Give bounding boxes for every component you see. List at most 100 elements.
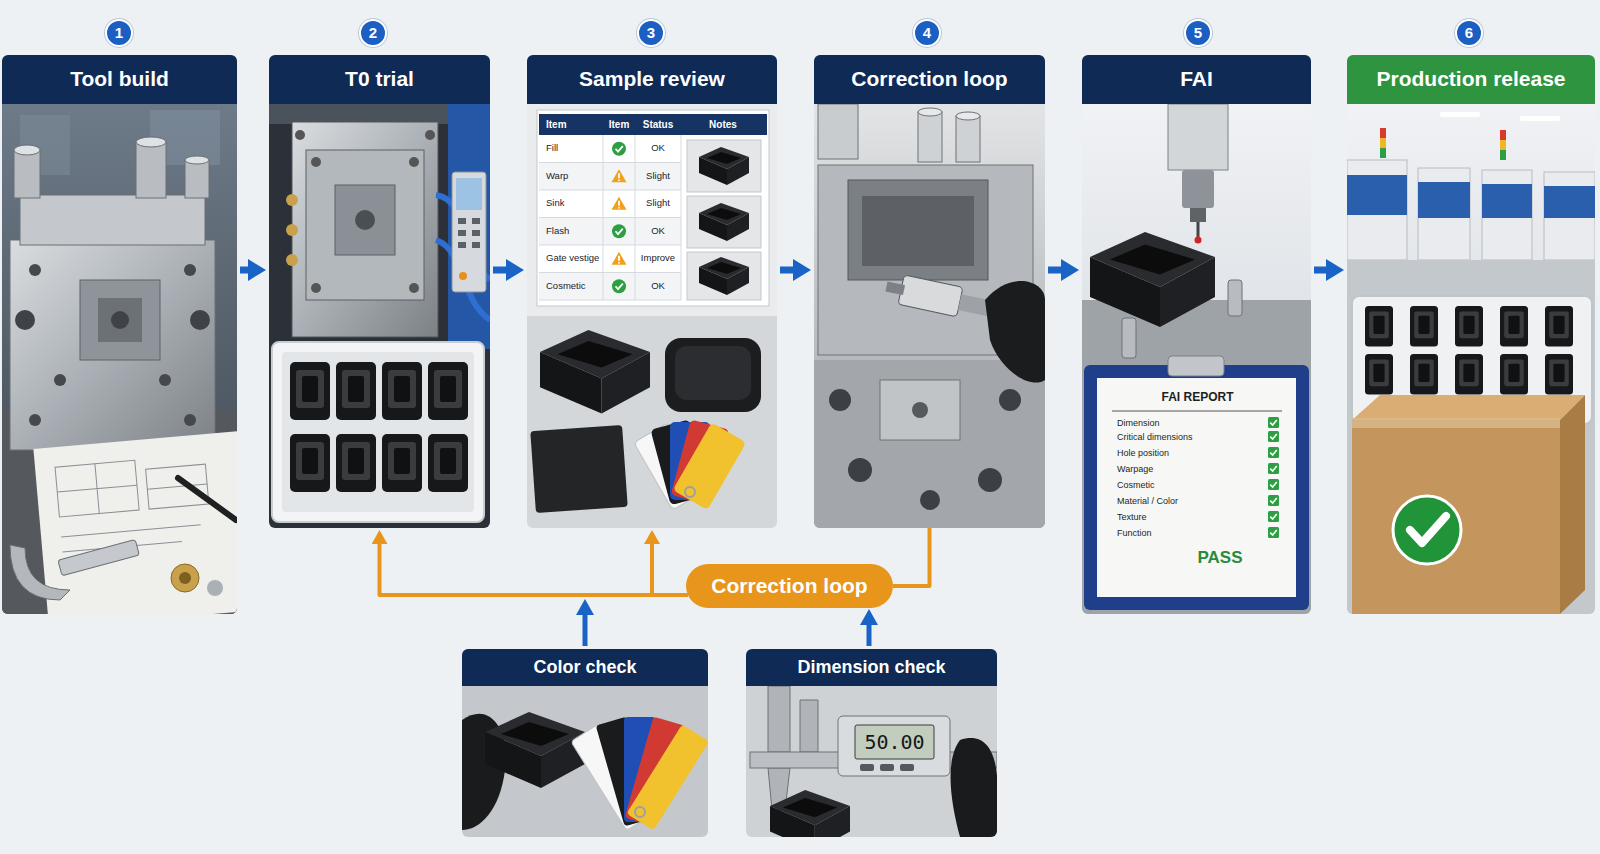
correction-photo bbox=[999, 389, 1021, 411]
tool-build-photo bbox=[159, 374, 171, 386]
release-photo bbox=[1410, 306, 1438, 347]
release-photo bbox=[1380, 148, 1386, 158]
fai-photo bbox=[1082, 300, 1311, 614]
table-cell: Warp bbox=[546, 171, 568, 182]
fai-photo bbox=[1122, 318, 1136, 358]
label-slot: OK bbox=[635, 273, 681, 301]
connectors bbox=[240, 270, 1326, 646]
sample-review-photo bbox=[527, 104, 777, 528]
t0-trial-photo bbox=[335, 185, 395, 255]
release-photo bbox=[1545, 354, 1573, 395]
t0-trial-photo bbox=[472, 230, 480, 236]
table-cell: OK bbox=[651, 281, 665, 292]
release-photo bbox=[1418, 168, 1470, 260]
label-slot: Warp bbox=[546, 163, 603, 191]
fai-photo bbox=[1182, 170, 1214, 208]
t0-trial-photo bbox=[286, 194, 298, 206]
tool-build-photo bbox=[185, 156, 209, 164]
release-photo bbox=[1410, 516, 1446, 543]
color-check-photo bbox=[635, 807, 645, 817]
sample-review-photo bbox=[539, 135, 681, 300]
step-number: 4 bbox=[923, 24, 931, 41]
label-slot: Function bbox=[1117, 526, 1262, 540]
tool-build-photo bbox=[20, 195, 205, 245]
label-slot: Slight bbox=[635, 190, 681, 218]
tool-build-photo bbox=[207, 580, 223, 596]
t0-trial-photo bbox=[428, 362, 468, 420]
tool-build-photo bbox=[54, 374, 66, 386]
correction-photo bbox=[814, 104, 1045, 528]
label-slot: Texture bbox=[1117, 510, 1262, 524]
t0-trial-photo bbox=[336, 434, 376, 492]
sample-review-photo bbox=[530, 425, 627, 513]
fai-photo bbox=[1168, 104, 1228, 170]
report-item: Material / Color bbox=[1117, 496, 1178, 506]
loop-label: Correction loop bbox=[711, 574, 867, 598]
t0-trial-photo bbox=[286, 224, 298, 236]
release-photo bbox=[1352, 418, 1560, 428]
loop-connector bbox=[652, 544, 688, 595]
header-bar: Sample review bbox=[527, 55, 777, 104]
tool-build-photo bbox=[58, 540, 139, 576]
label-slot: FAI REPORT bbox=[1105, 388, 1290, 408]
dimension-check-photo bbox=[860, 764, 874, 771]
label-slot: Status bbox=[635, 114, 681, 135]
fai-photo bbox=[1268, 527, 1279, 538]
dimension-check-photo bbox=[900, 764, 914, 771]
stage-panel: Tool build bbox=[2, 55, 237, 614]
label-slot: Fill bbox=[546, 135, 603, 163]
table-cell: OK bbox=[651, 143, 665, 154]
t0-trial-photo bbox=[425, 130, 435, 140]
sample-review-photo bbox=[687, 196, 761, 248]
header-bar: Color check bbox=[462, 649, 708, 686]
correction-photo bbox=[818, 104, 858, 159]
sample-review-photo bbox=[527, 104, 777, 316]
correction-photo bbox=[848, 458, 872, 482]
release-photo bbox=[1347, 260, 1595, 614]
label-slot: OK bbox=[635, 218, 681, 246]
fai-photo bbox=[1268, 447, 1279, 458]
release-photo bbox=[1455, 306, 1483, 347]
correction-photo bbox=[848, 180, 988, 280]
tool-build-photo bbox=[190, 310, 210, 330]
header-bar: Correction loop bbox=[814, 55, 1045, 104]
tool-build-photo bbox=[14, 150, 40, 198]
table-cell: Cosmetic bbox=[546, 281, 586, 292]
release-photo bbox=[1455, 354, 1483, 395]
fai-photo bbox=[1090, 232, 1215, 327]
stage-panel: Production release bbox=[1347, 55, 1595, 614]
table-cell: Slight bbox=[646, 171, 670, 182]
correction-photo bbox=[918, 112, 942, 162]
header-bar: Dimension check bbox=[746, 649, 997, 686]
table-header: Item bbox=[546, 119, 567, 131]
t0-trial-photo bbox=[311, 157, 321, 167]
release-photo bbox=[1380, 138, 1386, 148]
label-slot: Cosmetic bbox=[546, 273, 603, 301]
release-photo bbox=[1347, 175, 1407, 215]
table-header: Notes bbox=[709, 119, 737, 131]
tool-build-photo bbox=[33, 431, 237, 614]
sample-review-photo bbox=[612, 252, 627, 265]
tool-build-photo bbox=[80, 280, 160, 360]
release-photo bbox=[1365, 354, 1393, 395]
t0-trial-photo bbox=[458, 218, 466, 224]
tool-build-photo bbox=[178, 478, 236, 520]
t0-trial-photo bbox=[459, 272, 467, 280]
report-item: Function bbox=[1117, 528, 1152, 538]
stage-panel: T0 trial bbox=[269, 55, 490, 528]
t0-trial-photo bbox=[472, 242, 480, 248]
release-photo bbox=[1440, 112, 1480, 117]
release-photo bbox=[1544, 186, 1595, 218]
sample-review-photo bbox=[634, 419, 747, 510]
release-photo bbox=[1500, 306, 1528, 347]
header-bar: Production release bbox=[1347, 55, 1595, 104]
fai-photo bbox=[1082, 104, 1311, 614]
report-item: Cosmetic bbox=[1117, 480, 1155, 490]
label-slot: Cosmetic bbox=[1117, 478, 1262, 492]
t0-trial-photo bbox=[428, 434, 468, 492]
dimension-check-photo bbox=[838, 716, 950, 776]
tool-build-photo bbox=[136, 137, 166, 147]
